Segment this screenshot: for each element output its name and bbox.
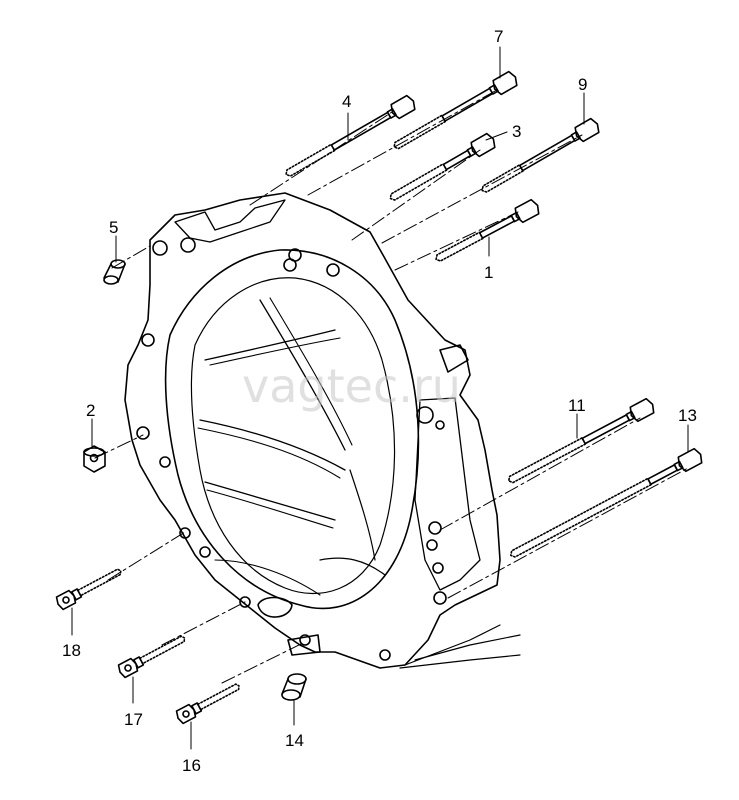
rib <box>197 427 341 479</box>
callout-1: 1 <box>484 263 493 282</box>
top-lug <box>174 199 286 243</box>
nut-2 <box>83 445 106 473</box>
rib <box>269 297 353 446</box>
rib <box>199 419 346 471</box>
housing-cutout <box>257 596 293 618</box>
callout-4: 4 <box>342 92 351 111</box>
center-line <box>111 245 151 269</box>
flange-hole <box>428 521 442 535</box>
callout-18: 18 <box>62 641 81 660</box>
housing-outline <box>124 192 501 669</box>
flange-hole <box>433 591 447 605</box>
rib <box>214 559 321 596</box>
center-line <box>161 601 246 646</box>
watermark: vagtec.ru <box>242 359 461 413</box>
flange-hole <box>426 539 438 551</box>
flange-hole <box>432 562 444 574</box>
callout-5: 5 <box>109 218 118 237</box>
flange-hole <box>283 258 297 272</box>
flange-hole <box>152 240 168 256</box>
center-line <box>107 531 186 581</box>
center-line <box>307 89 498 196</box>
callout-2: 2 <box>86 401 95 420</box>
bolt-4 <box>285 94 416 177</box>
bolt-13 <box>509 447 703 558</box>
base-line <box>414 634 521 661</box>
leader-lines <box>71 46 689 750</box>
side-boss <box>439 344 469 373</box>
flange-hole <box>141 333 155 347</box>
center-line <box>439 417 641 531</box>
bolt-1 <box>435 198 540 262</box>
flange-hole <box>435 420 445 430</box>
callout-13: 13 <box>678 406 697 425</box>
bolt-11 <box>507 397 655 484</box>
center-line <box>447 467 689 599</box>
flange-hole <box>416 406 434 424</box>
flange-hole <box>136 426 150 440</box>
flange-hole <box>379 649 391 661</box>
bolt-16 <box>175 683 240 725</box>
bolt-9 <box>481 117 600 193</box>
transmission-housing <box>124 192 521 669</box>
bolt-18 <box>55 568 122 611</box>
callout-3: 3 <box>512 122 521 141</box>
rib <box>204 481 336 521</box>
center-lines <box>94 89 689 684</box>
callout-16: 16 <box>182 756 201 775</box>
bell-rim <box>164 249 420 610</box>
flange-hole <box>299 634 311 646</box>
rib <box>204 329 336 361</box>
sleeve-14 <box>281 673 307 701</box>
leader-line <box>485 131 508 141</box>
flange-hole <box>159 456 171 468</box>
callout-9: 9 <box>578 75 587 94</box>
sleeve-5 <box>103 259 126 285</box>
flange-hole <box>180 237 196 253</box>
bolt-17 <box>117 635 186 679</box>
callout-7: 7 <box>494 27 503 46</box>
center-line <box>381 134 583 244</box>
rib <box>319 557 386 576</box>
rib <box>259 299 346 451</box>
flange-hole <box>239 596 251 608</box>
flange-hole <box>179 527 191 539</box>
base-line <box>399 654 521 669</box>
callout-17: 17 <box>124 710 143 729</box>
center-line <box>221 641 306 684</box>
rib <box>349 469 376 561</box>
flange-hole <box>326 263 340 277</box>
callout-11: 11 <box>568 396 586 415</box>
bolt-3 <box>389 132 496 201</box>
center-line <box>351 149 481 241</box>
bell-inner <box>190 277 396 595</box>
rib <box>206 489 334 529</box>
center-line <box>394 211 519 271</box>
callout-numbers: 1 2 3 4 5 7 9 11 13 14 16 17 18 <box>62 27 697 775</box>
mounting-column <box>414 397 481 591</box>
flange-hole <box>199 546 211 558</box>
callout-14: 14 <box>285 731 304 750</box>
rib <box>209 337 341 366</box>
bolt-7 <box>393 70 518 150</box>
